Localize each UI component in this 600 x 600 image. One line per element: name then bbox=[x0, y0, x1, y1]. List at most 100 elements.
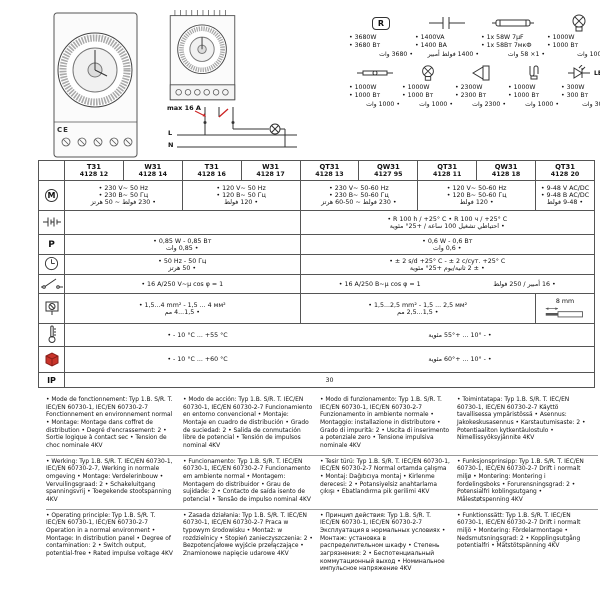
max-current-label: max 16 A bbox=[167, 104, 201, 113]
timer-device-image-large: CE bbox=[48, 10, 143, 158]
load-row-1: R • 3680W • 3680 Вт • 3680 وات • 1400VA … bbox=[348, 12, 600, 59]
load-value-ar: • 1000 وات bbox=[525, 100, 559, 108]
load-value: • 1000 Вт bbox=[508, 92, 540, 100]
language-block-tr: • Tesir türü: Typ 1.B. S/R. T. IEC/EN 60… bbox=[320, 458, 450, 496]
load-value: • 3680W bbox=[349, 34, 377, 41]
row-switch-contact: • 16 A/250 V~μ cos φ = 1 • 16 A/250 В~μ … bbox=[38, 274, 595, 294]
language-block-pl: • Zasada działania: Typ 1.B. S/R. T. IEC… bbox=[183, 512, 313, 558]
led-label: LED bbox=[594, 69, 600, 77]
load-cell-halogen: • 1000W • 1000 Вт • 1000 وات bbox=[348, 62, 401, 109]
load-value: • 1000W bbox=[508, 84, 536, 92]
load-value-ar: • 2300 وات bbox=[472, 100, 506, 108]
wiring-diagram: max 16 A L N bbox=[165, 104, 300, 156]
spec-cell: • 16 A/250 V~μ cos φ = 1 bbox=[64, 274, 301, 294]
spec-cell: • 50 Hz - 50 Гц• 50 هرتز bbox=[64, 254, 301, 275]
spec-cell: • 9-48 V AC/DC• 9-48 В AC/DC• 9-48 فولط bbox=[535, 180, 595, 211]
spec-cell: • 120 V~ 50 Hz• 120 В~ 50 Гц• 120 فولط bbox=[181, 180, 301, 211]
load-value: • 2300W bbox=[455, 84, 483, 92]
capacitor-icon bbox=[415, 12, 479, 34]
load-value-ar: • 1400 فولط أمبير bbox=[427, 50, 479, 58]
load-value-ar: • 300 وات bbox=[582, 100, 600, 108]
multilingual-notes: • Mode de fonctionnement: Typ 1.B. S/R. … bbox=[46, 394, 598, 578]
load-value: • 1400 ВА bbox=[415, 42, 447, 50]
strip-length-label: 8 mm bbox=[555, 297, 575, 305]
motor-icon: M bbox=[38, 180, 65, 211]
language-block-it: • Modo di funzionamento: Typ 1.B. S/R. T… bbox=[320, 397, 450, 450]
load-value: • 1000 Вт bbox=[547, 42, 579, 50]
spec-cell: • 1,5...2,5 mm² - 1,5 ... 2,5 мм²• 1,5..… bbox=[299, 293, 536, 324]
row-ip-rating: IP 30 bbox=[38, 372, 595, 388]
load-value: • 3680 Вт bbox=[349, 42, 381, 50]
load-value: • 1000W bbox=[402, 84, 430, 92]
language-block-es: • Modo de acción: Typ 1.B. S/R. T. IEC/E… bbox=[183, 397, 313, 450]
spec-cell: • 0,85 W - 0,85 Вт• 0,85 وات bbox=[64, 234, 301, 255]
load-value-ar: • 1000 وات bbox=[366, 100, 400, 108]
load-ratings: R • 3680W • 3680 Вт • 3680 وات • 1400VA … bbox=[348, 10, 600, 156]
row-power-consumption: P • 0,85 W - 0,85 Вт• 0,85 وات • 0,6 W -… bbox=[38, 234, 595, 255]
load-value: • 1400VA bbox=[415, 34, 445, 41]
language-block-sv: • Funktionssätt: Typ 1.B. S/R. T. IEC/EN… bbox=[457, 512, 581, 550]
spec-cell: • - 10 °C ... +60 °C• - 10° ... +60° مئو… bbox=[64, 346, 595, 373]
row-operating-temperature: • - 10 °C ... +55 °C• - 10° ... +55° مئو… bbox=[38, 323, 595, 347]
spec-cell: • 16 A/250 В~μ cos φ = 1• 16 أمبير / 250… bbox=[299, 274, 595, 294]
terminal-icon bbox=[38, 293, 65, 324]
load-cell-spotlight: • 2300W • 2300 Вт • 2300 وات bbox=[454, 62, 507, 109]
spotlight-icon bbox=[455, 62, 506, 84]
load-cell-lamp: • 1000W • 1000 Вт • 1000 وات bbox=[401, 62, 454, 109]
load-value: • 1x 58W 7μF bbox=[481, 34, 524, 41]
load-value: • 1000W bbox=[547, 34, 575, 41]
neutral-label: N bbox=[168, 141, 174, 150]
resistive-load-icon: R bbox=[349, 12, 413, 34]
load-value: • 1000 Вт bbox=[402, 92, 434, 100]
switch-contact-icon bbox=[38, 274, 65, 294]
language-row-2: • Werking: Typ 1.B. S/R. T. IEC/EN 60730… bbox=[46, 454, 598, 509]
language-block-en: • Operating principle: Typ 1.B. S/R. T. … bbox=[46, 512, 173, 558]
line-label: L bbox=[168, 129, 173, 138]
load-value-ar: • 3680 وات bbox=[379, 50, 413, 58]
load-value: • 1x 58Вт 7мкФ bbox=[481, 42, 532, 50]
load-value-ar: • 1000 وات bbox=[577, 50, 600, 58]
strip-length-cell: 8 mm bbox=[535, 293, 595, 324]
spec-cell-empty bbox=[64, 210, 301, 235]
battery-icon bbox=[38, 210, 65, 235]
power-icon: P bbox=[38, 234, 65, 255]
spec-cell: • 230 V~ 50 Hz• 230 В~ 50 Гц• 230 فولط ~… bbox=[64, 180, 183, 211]
halogen-lamp-icon bbox=[349, 62, 400, 84]
thermometer-icon bbox=[38, 323, 65, 347]
load-cell-energy-saving: • 1000W • 1000 Вт • 1000 وات bbox=[507, 62, 560, 109]
load-value: • 300W bbox=[561, 84, 585, 92]
icon-column-header bbox=[38, 160, 65, 181]
language-block-ru: • Принцип действия: Typ 1.B. S/R. T. IEC… bbox=[320, 512, 446, 573]
storage-temperature-icon bbox=[38, 346, 65, 373]
load-value: • 300 Вт bbox=[561, 92, 589, 100]
load-value-ar: • 1000 وات bbox=[419, 100, 453, 108]
led-icon: LED bbox=[561, 62, 600, 84]
ip-value-cell: 30 bbox=[64, 372, 595, 388]
resistive-glyph: R bbox=[371, 16, 391, 30]
incandescent-bulb-icon bbox=[547, 12, 600, 34]
fluorescent-tube-icon bbox=[481, 12, 545, 34]
spec-cell: • 120 V~ 50-60 Hz• 120 В~ 50-60 Гц• 120 … bbox=[417, 180, 536, 211]
language-row-3: • Operating principle: Typ 1.B. S/R. T. … bbox=[46, 508, 598, 578]
load-cell-capacitive: • 1400VA • 1400 ВА • 1400 فولط أمبير bbox=[414, 12, 480, 59]
load-value: • 1000W bbox=[349, 84, 377, 92]
load-row-2: • 1000W • 1000 Вт • 1000 وات • 1000W • 1… bbox=[348, 62, 600, 109]
row-power-reserve: • R 100 h / +25° C • R 100 ч / +25° C• ا… bbox=[38, 210, 595, 235]
wiring-lines-icon bbox=[177, 107, 297, 148]
row-wire-cross-section: • 1,5...4 mm² - 1,5 ... 4 мм²• 1,5...4 م… bbox=[38, 293, 595, 324]
language-block-fi: • Toimintatapa: Typ 1.B. S/R. T. IEC/EN … bbox=[457, 397, 586, 442]
load-cell-led: LED • 300W • 300 Вт • 300 وات bbox=[560, 62, 600, 109]
spec-cell: • R 100 h / +25° C • R 100 ч / +25° C• ا… bbox=[299, 210, 595, 235]
language-row-1: • Mode de fonctionnement: Typ 1.B. S/R. … bbox=[46, 394, 598, 455]
spec-cell: • ± 2 s/d +25° C - ± 2 с/сут. +25° C• ± … bbox=[299, 254, 595, 275]
spec-cell: • 0,6 W - 0,6 Вт• 0,6 وات bbox=[299, 234, 595, 255]
